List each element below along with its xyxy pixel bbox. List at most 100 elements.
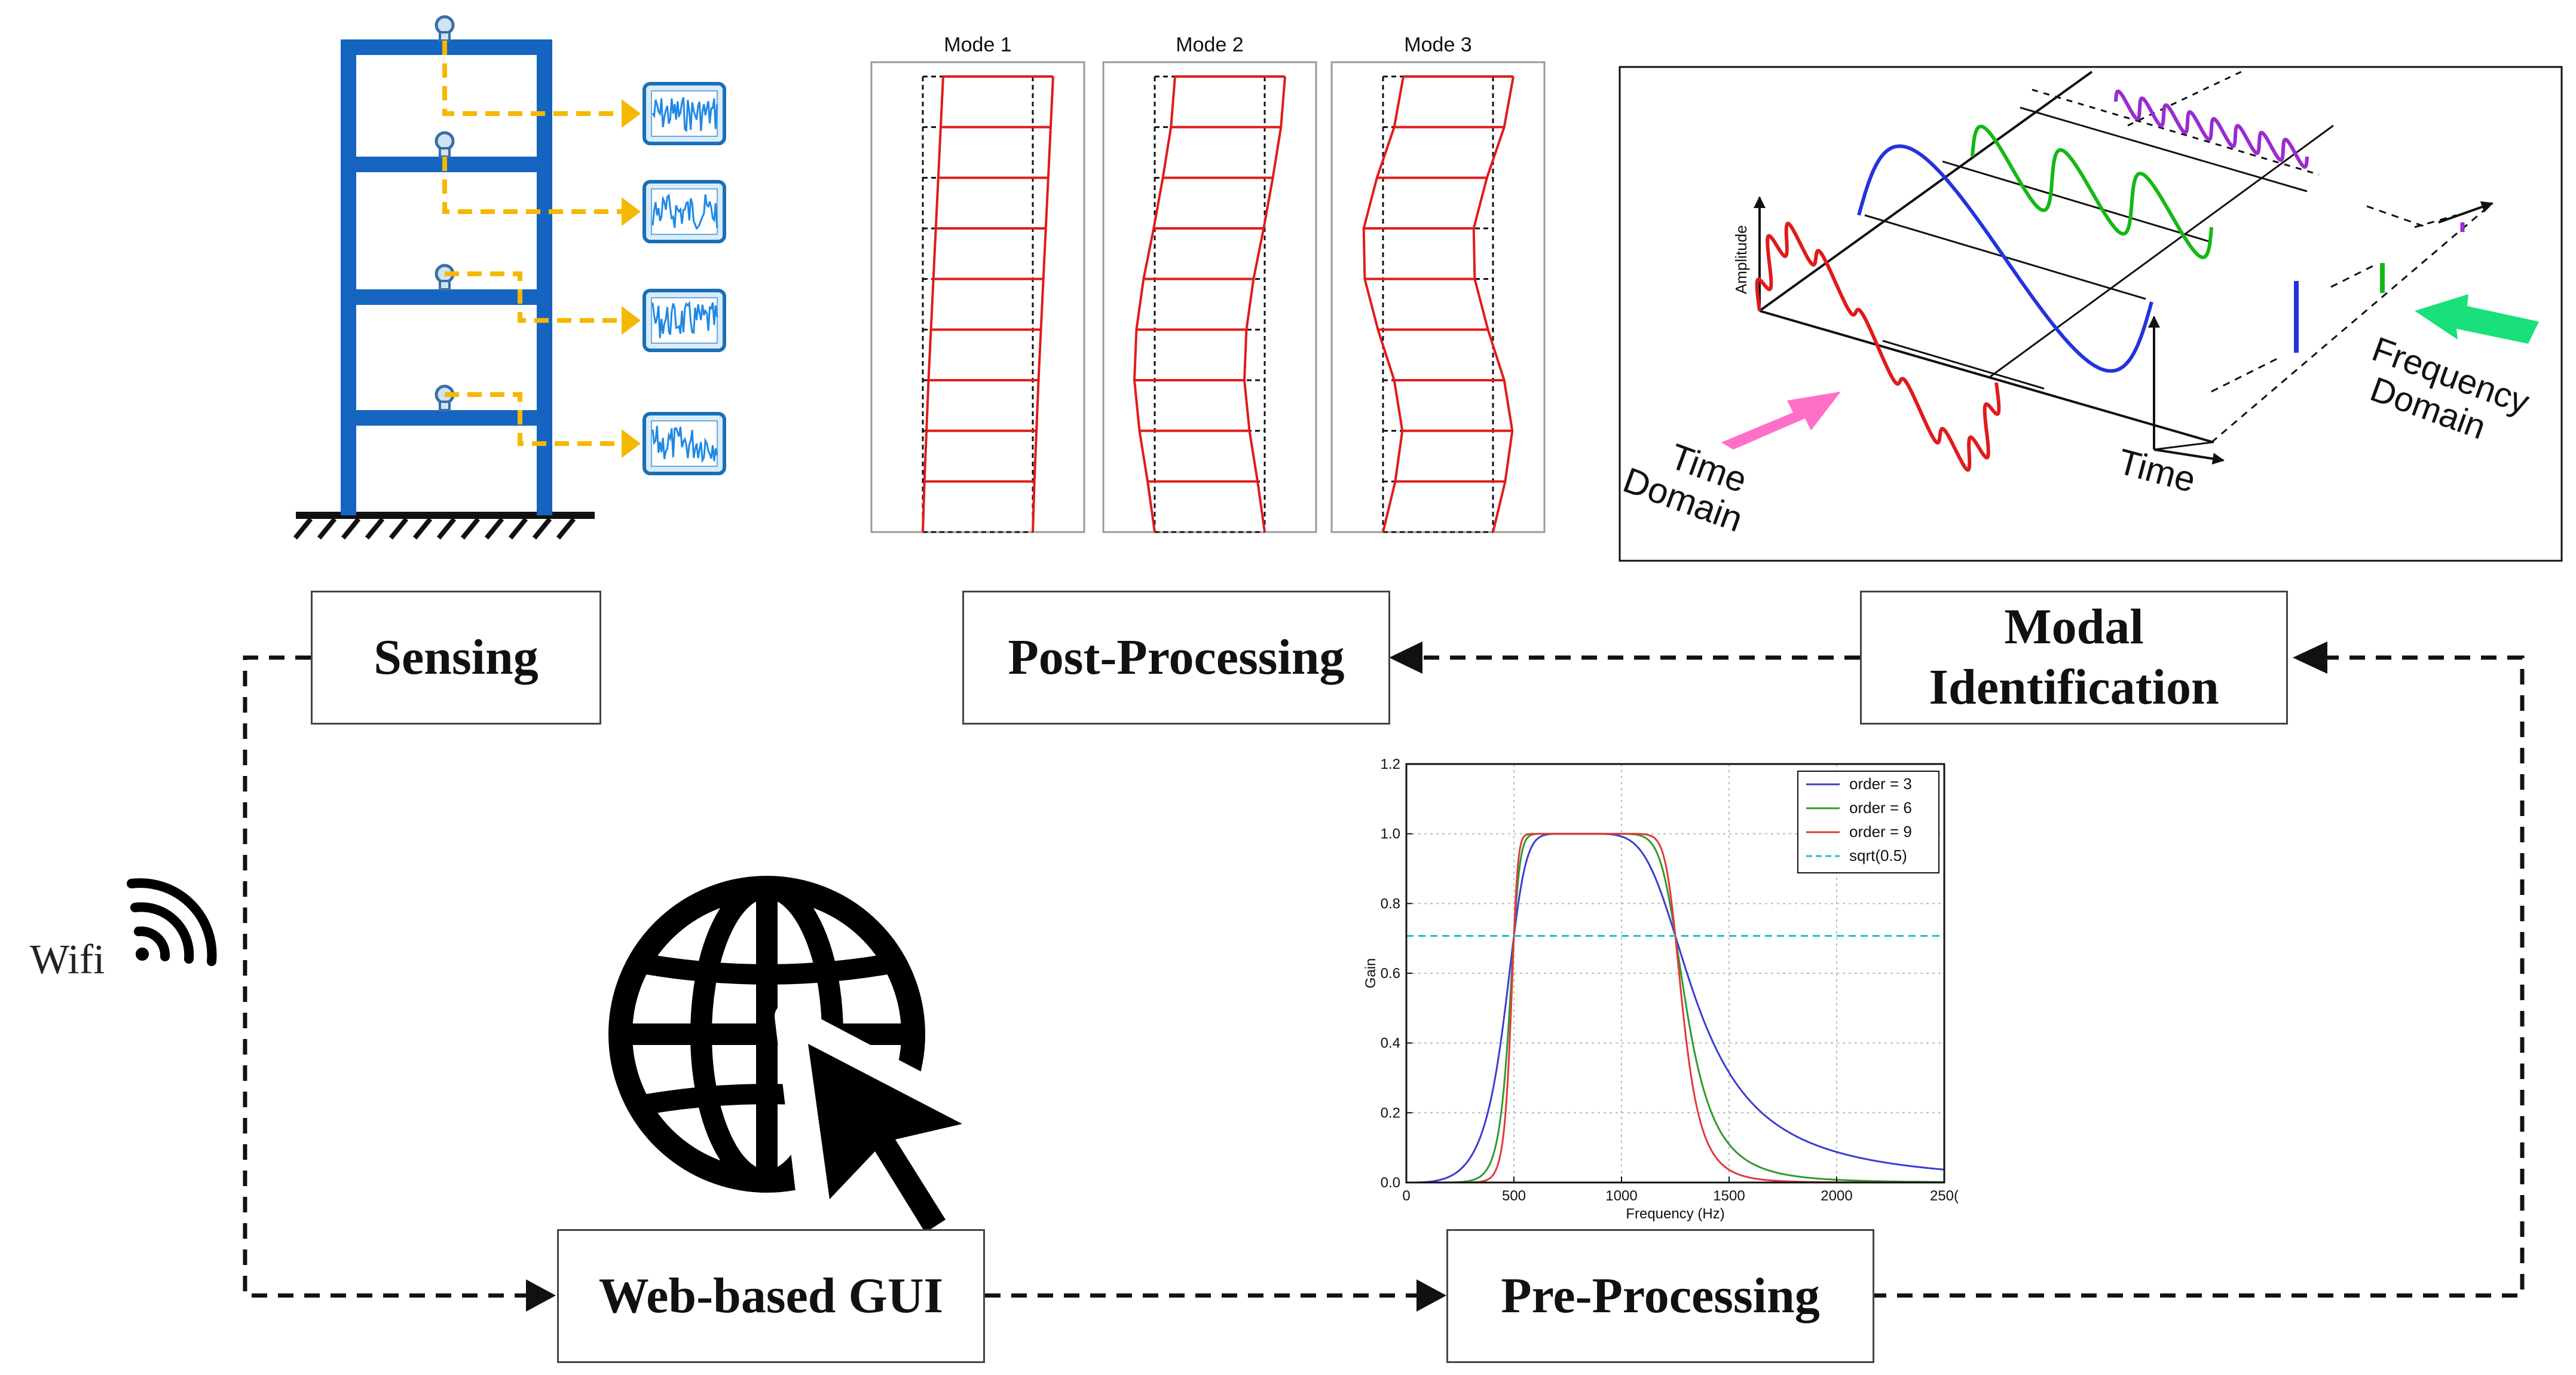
connector-arrowheads <box>526 641 2327 1312</box>
building-floor-1 <box>341 410 552 426</box>
mode-shape-plot: Mode 3 <box>1330 33 1546 533</box>
deformed-column <box>1472 76 1515 533</box>
sensing-box: Sensing <box>311 591 601 725</box>
wifi-label: Wifi <box>30 937 105 983</box>
connector-preprocessing-to-modal <box>1871 655 2525 1298</box>
frequency-domain-arrow <box>2415 294 2539 344</box>
plane-line <box>1990 124 2334 378</box>
flow-connectors <box>243 655 2525 1298</box>
x-tick-label: 1000 <box>1605 1188 1637 1204</box>
series-line <box>1406 833 1944 1182</box>
series-line <box>1406 833 1944 1182</box>
amplitude-label: Amplitude <box>1732 225 1750 294</box>
web-gui-box: Web-based GUI <box>557 1229 985 1363</box>
x-tick-label: 1500 <box>1713 1188 1745 1204</box>
mode-shape-plot: Mode 2 <box>1102 33 1317 533</box>
cursor-arrow-icon <box>808 1044 962 1233</box>
ground-hatch <box>293 517 576 540</box>
building-column-left <box>341 42 356 515</box>
monitor-signal <box>651 426 718 464</box>
x-tick-label: 0 <box>1402 1188 1410 1204</box>
sensor-icon <box>435 264 455 291</box>
hatch-mark <box>532 517 552 540</box>
hatch-mark <box>317 517 337 540</box>
legend-label: order = 3 <box>1849 775 1912 793</box>
sensor-icon <box>435 384 455 411</box>
hatch-mark <box>341 517 361 540</box>
wifi-icon <box>127 878 217 966</box>
mode-title: Mode 2 <box>1176 33 1243 56</box>
hatch-mark <box>293 517 313 540</box>
spectrum-baseline <box>2366 205 2427 228</box>
sensor-cables <box>442 41 622 446</box>
y-tick-label: 0.0 <box>1381 1175 1400 1191</box>
hatch-mark <box>508 517 528 540</box>
deformed-column <box>1032 76 1054 533</box>
frequency-axis-dashed <box>2211 202 2493 444</box>
blue-sine-wave <box>1857 144 2153 373</box>
signal-monitor-icon <box>643 180 726 243</box>
signal-monitor-icon <box>643 82 726 145</box>
deformed-column <box>1243 76 1286 533</box>
mode-title: Mode 3 <box>1404 33 1471 56</box>
x-tick-label: 2000 <box>1821 1188 1852 1204</box>
green-sine-wave <box>1971 124 2213 259</box>
mode-plot-frame <box>1330 61 1546 533</box>
mode-shapes-panel: Mode 1 Mode 2 Mode 3 <box>870 33 1546 533</box>
plane-dashed-line <box>2127 71 2242 127</box>
series-line <box>1406 833 1944 1182</box>
y-tick-label: 0.8 <box>1381 896 1400 912</box>
building-column-right <box>537 42 552 515</box>
fourier-panel-border <box>1619 66 2563 562</box>
hatch-mark <box>388 517 409 540</box>
y-tick-label: 0.6 <box>1381 965 1400 982</box>
connector-sensing-to-gui <box>243 655 550 1298</box>
hatch-mark <box>460 517 481 540</box>
deformed-column <box>922 76 944 533</box>
modal-identification-label-line2: Identification <box>1929 659 2219 715</box>
x-axis-label: Frequency (Hz) <box>1626 1206 1724 1222</box>
deformed-column <box>1133 76 1176 533</box>
plane-line <box>1882 340 2045 390</box>
plane-line <box>2020 106 2308 192</box>
pre-processing-label: Pre-Processing <box>1501 1267 1820 1324</box>
pre-processing-box: Pre-Processing <box>1446 1229 1874 1363</box>
purple-sine-wave <box>2114 89 2309 169</box>
monitor-signal <box>651 97 718 133</box>
building-frame <box>293 15 726 540</box>
modal-identification-box: Modal Identification <box>1860 591 2288 725</box>
sensor-icon <box>435 15 455 42</box>
post-processing-box: Post-Processing <box>962 591 1390 725</box>
sensor-cable-arrows <box>622 99 641 458</box>
frequency-axis-arrow <box>2438 201 2494 224</box>
web-gui-label: Web-based GUI <box>598 1267 944 1324</box>
plane-line <box>1942 160 2212 243</box>
y-tick-label: 0.2 <box>1381 1105 1400 1121</box>
hatch-mark <box>484 517 504 540</box>
monitor-signal <box>651 300 718 338</box>
time-domain-label: TimeDomain <box>1618 424 1761 540</box>
globe-cursor-icon <box>608 876 1005 1263</box>
modal-identification-label-line1: Modal <box>2004 599 2144 655</box>
mode-plot-frame <box>870 61 1085 533</box>
hatch-mark <box>365 517 385 540</box>
building-floor-2 <box>341 289 552 305</box>
sensor-icon <box>435 131 455 158</box>
time-domain-arrow <box>1721 392 1841 450</box>
axis-line <box>2153 441 2212 451</box>
time-axis-arrow <box>2153 448 2225 465</box>
hatch-mark <box>556 517 576 540</box>
mode-title: Mode 1 <box>944 33 1011 56</box>
signal-monitor-icon <box>643 289 726 352</box>
mode-plot-frame <box>1102 61 1317 533</box>
hatch-mark <box>412 517 433 540</box>
composite-wave <box>1755 221 2001 472</box>
y-tick-label: 1.0 <box>1381 826 1400 842</box>
legend-label: order = 6 <box>1849 799 1912 817</box>
monitor-signal <box>651 193 718 230</box>
y-tick-label: 1.2 <box>1381 756 1400 772</box>
